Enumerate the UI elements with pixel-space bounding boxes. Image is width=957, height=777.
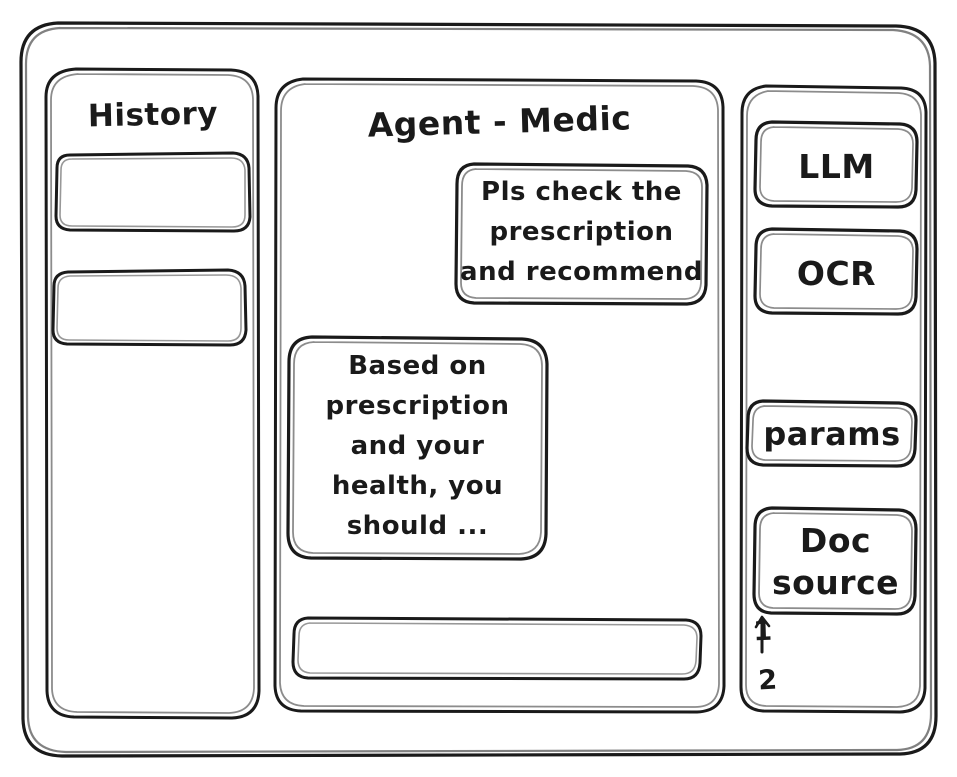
message-bubble-assistant[interactable]: Based on prescription and your health, y… [288, 337, 547, 559]
message-user-line-2: prescription [489, 217, 674, 247]
tool-button-ocr-label: OCR [796, 254, 877, 293]
tool-button-ocr[interactable]: OCR [755, 229, 918, 315]
agent-bubble-stroke [286, 335, 549, 561]
window-frame-stroke [19, 21, 938, 758]
message-user-line-1: Pls check the [481, 177, 682, 207]
doc-source-connector-stroke [754, 615, 771, 654]
history-item-2-stroke [51, 268, 248, 347]
llm-button-stroke [753, 120, 919, 209]
doc-source-entry-1[interactable]: 1 [752, 615, 774, 648]
history-panel-stroke [44, 67, 261, 720]
message-assistant-line-2: prescription [325, 391, 510, 421]
doc-source-line-1: Doc [799, 521, 872, 560]
doc-source-button-stroke [752, 506, 918, 616]
message-assistant-line-5: should ... [346, 511, 489, 541]
message-assistant-line-4: health, you [331, 471, 504, 501]
tool-button-llm-label: LLM [798, 147, 875, 186]
tool-button-params-label: params [763, 415, 901, 453]
params-button-stroke [745, 399, 918, 468]
history-item-2[interactable] [53, 270, 246, 345]
user-bubble-stroke [454, 162, 709, 306]
tools-panel-stroke [739, 84, 928, 714]
tool-button-llm[interactable]: LLM [755, 122, 918, 208]
history-item-1[interactable] [56, 153, 250, 231]
ocr-button-stroke [753, 227, 919, 316]
message-assistant-line-1: Based on [348, 351, 487, 381]
message-user-line-3: and recommend [460, 257, 703, 287]
doc-source-entry-2[interactable]: 2 [757, 664, 779, 697]
tool-button-params[interactable]: params [747, 401, 917, 467]
agent-panel-stroke [273, 77, 726, 714]
message-bubble-user[interactable]: Pls check the prescription and recommend [456, 164, 707, 304]
history-item-1-stroke [54, 151, 252, 233]
history-title: History [87, 95, 219, 135]
doc-source-button[interactable]: Doc source [754, 508, 917, 615]
composer-stroke [291, 616, 703, 681]
message-assistant-line-3: and your [350, 431, 485, 461]
doc-source-line-2: source [771, 563, 900, 602]
message-input[interactable] [293, 618, 702, 680]
